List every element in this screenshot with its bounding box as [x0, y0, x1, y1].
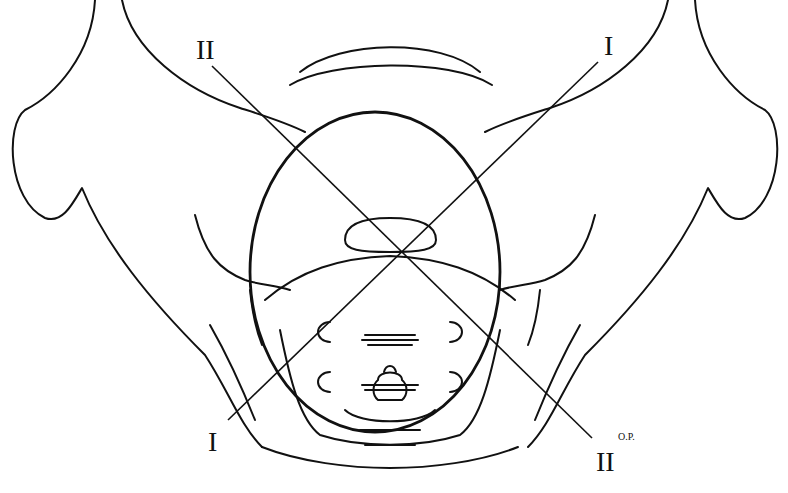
line-label: I — [208, 428, 217, 456]
artist-signature: O.P. — [618, 432, 635, 442]
line-label: I — [604, 32, 613, 60]
line-label: II — [596, 448, 615, 476]
line-label: II — [196, 36, 215, 64]
